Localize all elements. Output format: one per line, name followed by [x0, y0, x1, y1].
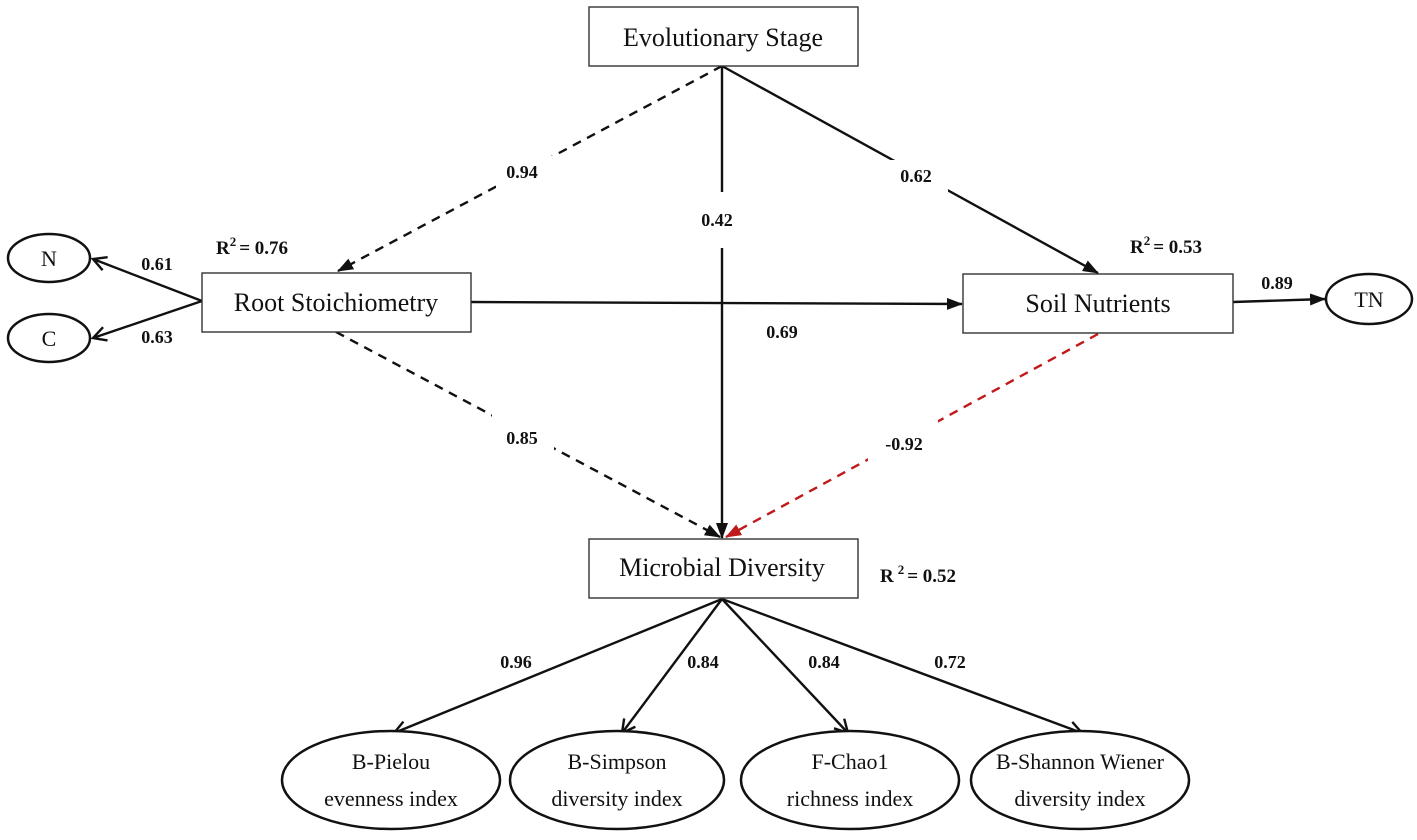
svg-text:B-Simpson: B-Simpson [567, 749, 666, 774]
r2-soil-nutrients: R2= 0.53 [1130, 233, 1202, 258]
coef-stage-to-microbial: 0.42 [701, 210, 733, 230]
svg-text:diversity index: diversity index [1014, 786, 1145, 811]
coef-microbial-to-chao1: 0.84 [808, 652, 840, 672]
r2-root-stoichiometry: R2= 0.76 [216, 234, 288, 259]
indicator-c: C [6, 312, 92, 364]
node-root-stoichiometry: Root Stoichiometry [201, 272, 472, 333]
svg-text:N: N [41, 246, 57, 271]
path-root-to-microbial [335, 330, 721, 539]
svg-text:Soil Nutrients: Soil Nutrients [1025, 289, 1170, 318]
coef-microbial-to-pielou: 0.96 [500, 652, 532, 672]
path-root-to-c [93, 299, 203, 338]
path-soil-to-tn [1232, 293, 1326, 306]
svg-text:F-Chao1: F-Chao1 [812, 749, 889, 774]
coef-microbial-to-shannon: 0.72 [934, 652, 966, 672]
path-root-to-soil [470, 297, 963, 310]
svg-text:evenness index: evenness index [324, 786, 458, 811]
node-microbial-diversity: Microbial Diversity [588, 538, 859, 599]
coef-stage-to-root: 0.94 [506, 162, 538, 182]
indicator-b-pielou: B-Pielou evenness index [280, 729, 502, 831]
indicator-f-chao1: F-Chao1 richness index [739, 729, 961, 831]
path-stage-to-root [337, 64, 723, 273]
indicator-b-simpson: B-Simpson diversity index [508, 729, 726, 831]
svg-text:Root Stoichiometry: Root Stoichiometry [234, 288, 438, 317]
path-microbial-to-simpson [622, 598, 723, 733]
svg-text:C: C [42, 326, 57, 351]
path-root-to-n [93, 259, 203, 303]
coef-microbial-to-simpson: 0.84 [687, 652, 719, 672]
coef-soil-to-microbial: -0.92 [885, 434, 923, 454]
coef-stage-to-soil: 0.62 [900, 166, 932, 186]
node-evolutionary-stage: Evolutionary Stage [588, 6, 859, 67]
svg-text:B-Pielou: B-Pielou [352, 749, 430, 774]
svg-text:TN: TN [1354, 287, 1383, 312]
indicator-tn: TN [1324, 272, 1414, 326]
coef-root-to-c: 0.63 [141, 327, 173, 347]
svg-text:richness index: richness index [787, 786, 913, 811]
svg-text:Evolutionary Stage: Evolutionary Stage [623, 23, 823, 52]
coef-root-to-n: 0.61 [141, 254, 173, 274]
node-soil-nutrients: Soil Nutrients [962, 273, 1234, 334]
svg-text:B-Shannon Wiener: B-Shannon Wiener [996, 749, 1165, 774]
path-microbial-to-pielou [394, 597, 723, 733]
coef-soil-to-tn: 0.89 [1261, 273, 1293, 293]
indicator-n: N [6, 232, 92, 284]
coef-root-to-microbial: 0.85 [506, 428, 538, 448]
path-microbial-to-chao1 [721, 598, 848, 733]
coef-root-to-soil: 0.69 [766, 322, 798, 342]
svg-text:Microbial Diversity: Microbial Diversity [619, 553, 825, 582]
path-microbial-to-shannon [721, 597, 1082, 733]
svg-text:diversity index: diversity index [551, 786, 682, 811]
indicator-b-shannon-wiener: B-Shannon Wiener diversity index [969, 729, 1191, 831]
